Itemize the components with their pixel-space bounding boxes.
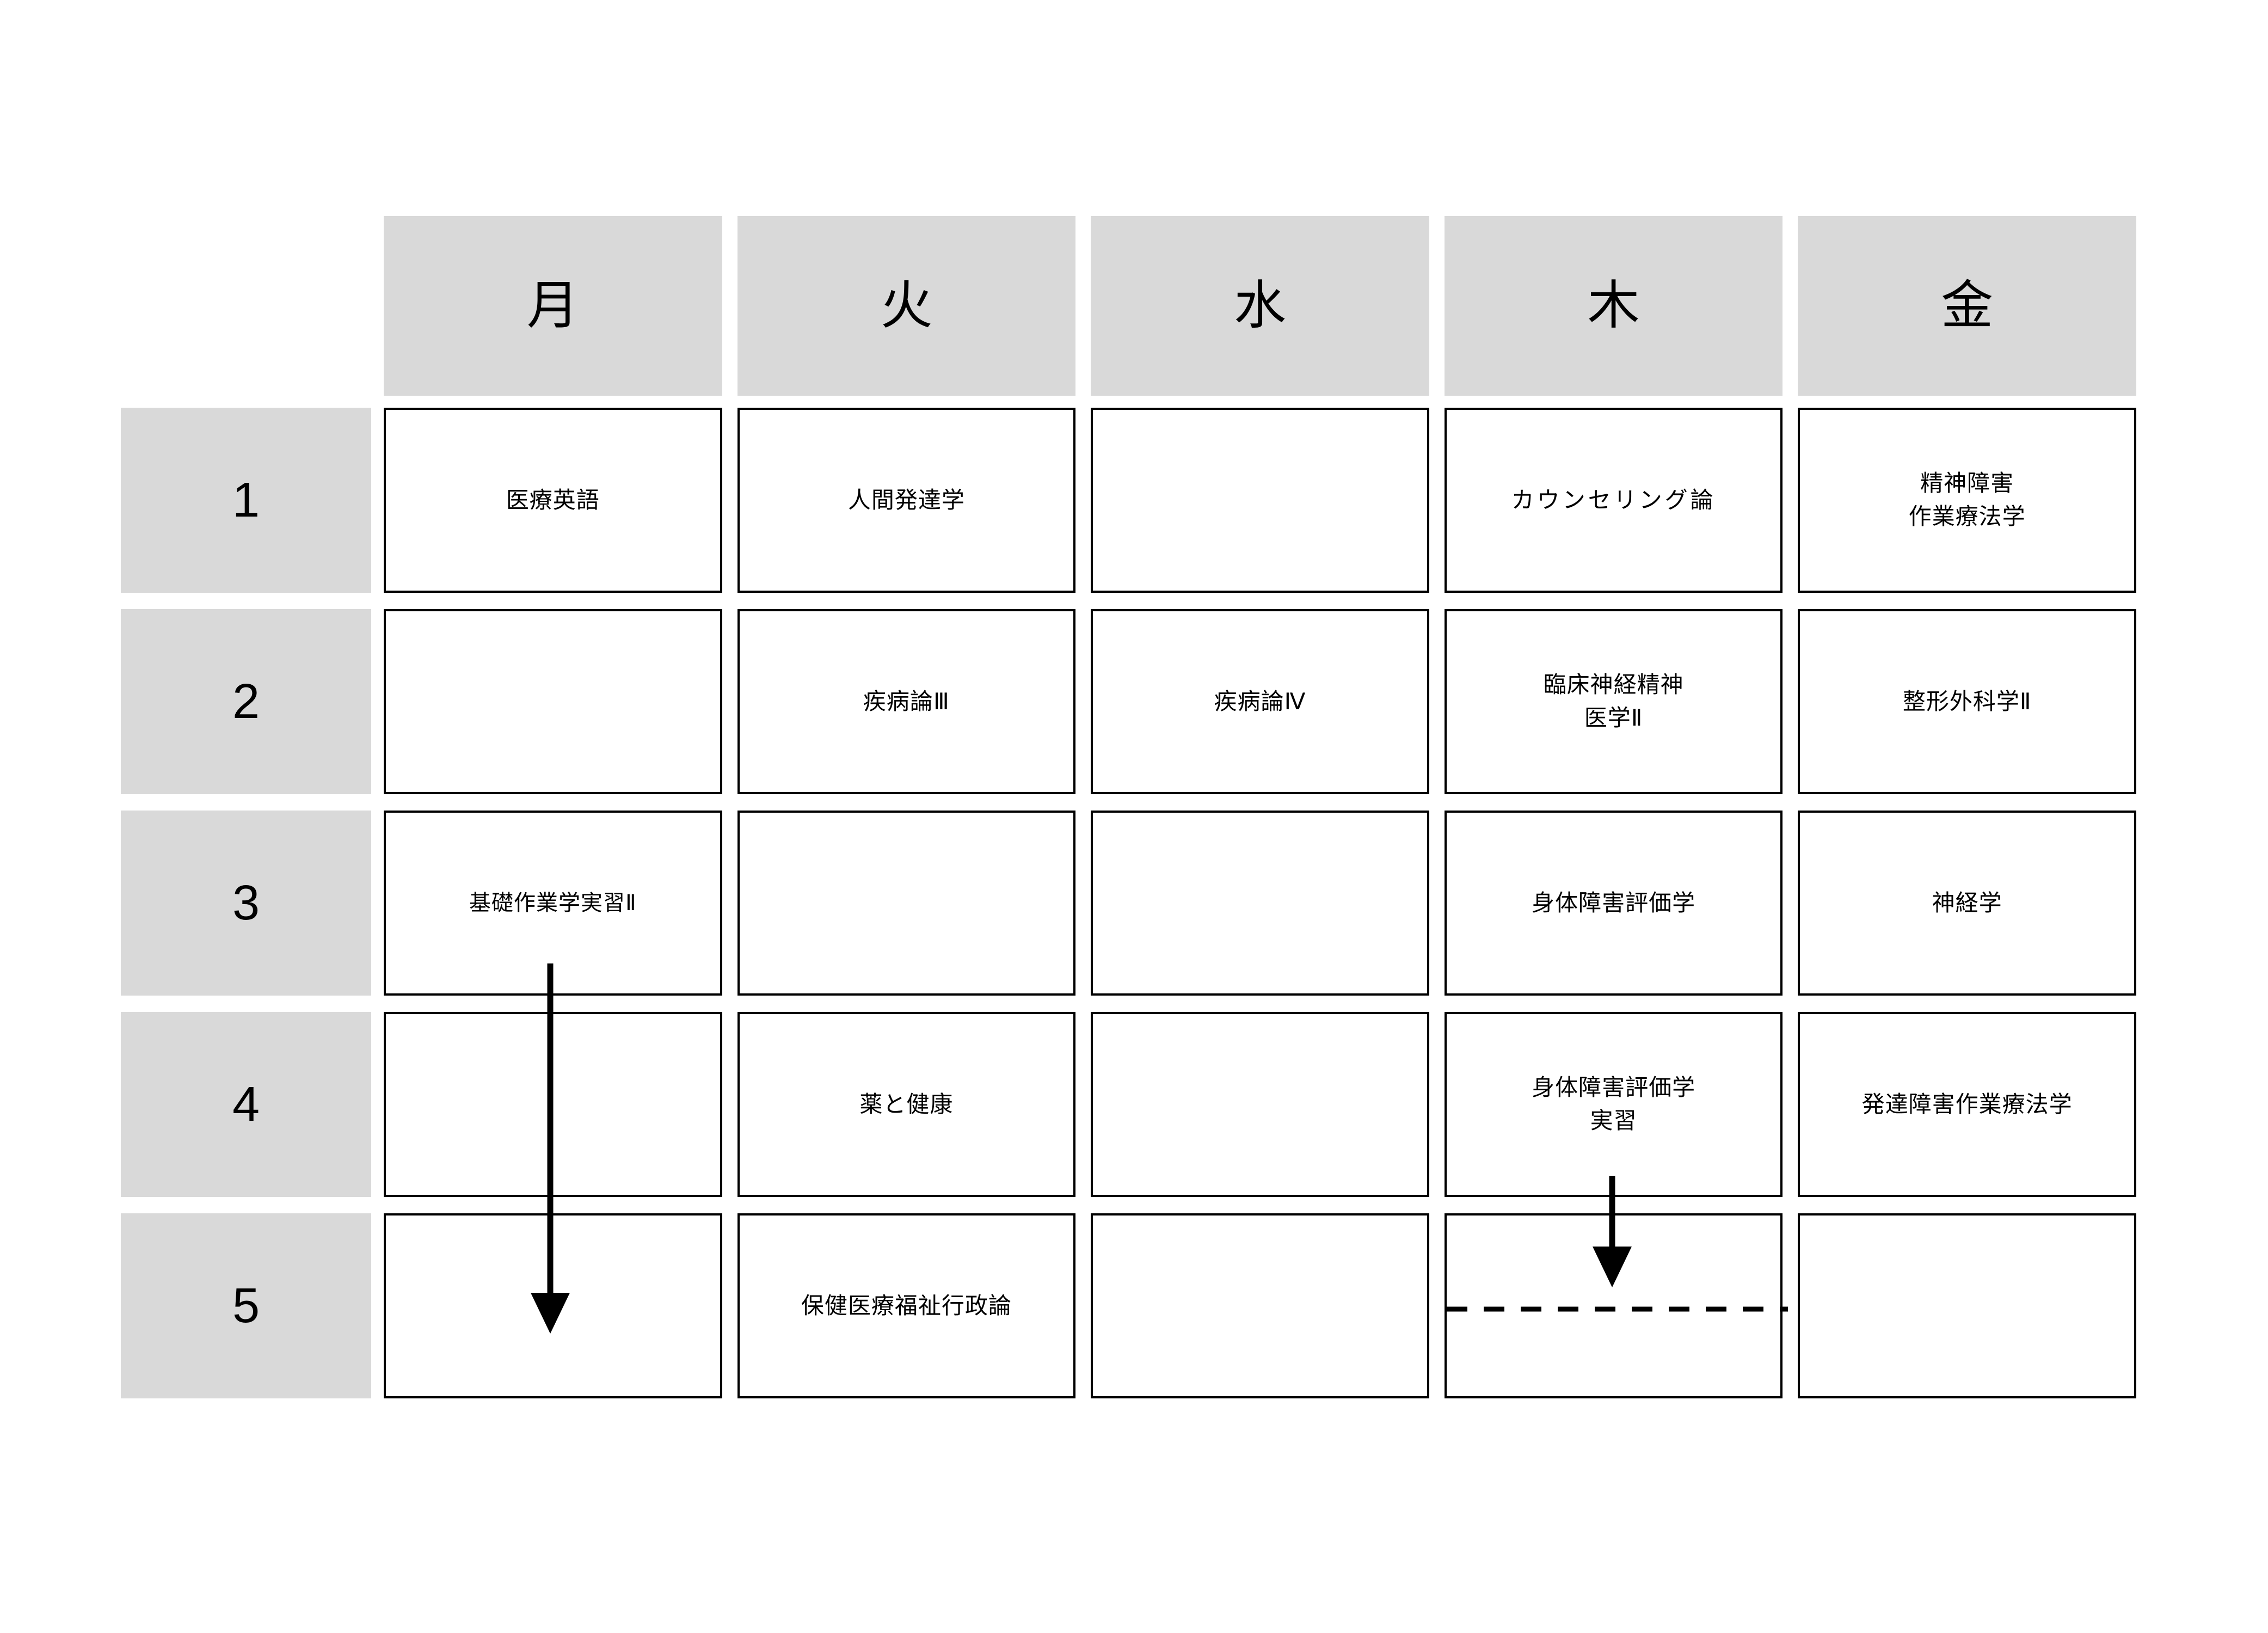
day-header-friday: 金: [1798, 216, 2136, 396]
day-header-row: 月 火 水 木 金: [121, 216, 2136, 396]
cell-wednesday-period-5[interactable]: [1091, 1213, 1429, 1398]
corner-blank-cell: [121, 216, 371, 396]
day-header-label: 木: [1587, 277, 1640, 335]
cell-monday-period-2[interactable]: [384, 609, 722, 794]
cell-friday-period-2[interactable]: 整形外科学Ⅱ: [1798, 609, 2136, 794]
subject-label: 人間発達学: [847, 487, 965, 513]
period-number-4: 4: [121, 1012, 371, 1197]
period-number-label: 5: [232, 1279, 260, 1333]
cell-tuesday-period-3[interactable]: [737, 811, 1076, 996]
cell-thursday-period-3[interactable]: 身体障害評価学: [1444, 811, 1783, 996]
cell-wednesday-period-4[interactable]: [1091, 1012, 1429, 1197]
timetable-row-period-4: 4 薬と健康 身体障害評価学 実習 発達障害作業療法学: [121, 1012, 2136, 1197]
period-number-5: 5: [121, 1213, 371, 1398]
subject-label: 基礎作業学実習Ⅱ: [469, 891, 637, 915]
subject-label: 神経学: [1932, 889, 2002, 916]
cell-friday-period-1[interactable]: 精神障害 作業療法学: [1798, 408, 2136, 593]
day-header-tuesday: 火: [737, 216, 1076, 396]
day-header-label: 金: [1941, 277, 1994, 335]
period-number-label: 1: [232, 473, 260, 527]
timetable-row-period-5: 5 保健医療福祉行政論: [121, 1213, 2136, 1398]
cell-thursday-period-2[interactable]: 臨床神経精神 医学Ⅱ: [1444, 609, 1783, 794]
period-number-label: 3: [232, 876, 260, 930]
cell-thursday-period-5[interactable]: [1444, 1213, 1783, 1398]
period-number-label: 4: [232, 1077, 260, 1132]
period-number-3: 3: [121, 811, 371, 996]
cell-monday-period-3[interactable]: 基礎作業学実習Ⅱ: [384, 811, 722, 996]
timetable-row-period-2: 2 疾病論Ⅲ 疾病論Ⅳ 臨床神経精神 医学Ⅱ 整形外科学Ⅱ: [121, 609, 2136, 794]
day-header-label: 水: [1233, 277, 1286, 335]
cell-tuesday-period-4[interactable]: 薬と健康: [737, 1012, 1076, 1197]
timetable-row-period-1: 1 医療英語 人間発達学 カウンセリング論 精神障害 作業療法学: [121, 408, 2136, 593]
subject-label: 疾病論Ⅳ: [1214, 688, 1306, 714]
day-header-label: 月: [526, 277, 579, 335]
cell-wednesday-period-2[interactable]: 疾病論Ⅳ: [1091, 609, 1429, 794]
period-number-label: 2: [232, 674, 260, 729]
subject-label: 身体障害評価学: [1532, 889, 1696, 916]
subject-label: 臨床神経精神 医学Ⅱ: [1543, 672, 1684, 730]
subject-label: 精神障害 作業療法学: [1908, 470, 2026, 529]
cell-tuesday-period-2[interactable]: 疾病論Ⅲ: [737, 609, 1076, 794]
cell-thursday-period-1[interactable]: カウンセリング論: [1444, 408, 1783, 593]
cell-wednesday-period-1[interactable]: [1091, 408, 1429, 593]
period-number-2: 2: [121, 609, 371, 794]
timetable-grid: 月 火 水 木 金 1 医療英語 人間発達学: [121, 216, 2136, 1416]
cell-friday-period-4[interactable]: 発達障害作業療法学: [1798, 1012, 2136, 1197]
day-header-wednesday: 水: [1091, 216, 1429, 396]
cell-tuesday-period-1[interactable]: 人間発達学: [737, 408, 1076, 593]
cell-monday-period-4[interactable]: [384, 1012, 722, 1197]
cell-tuesday-period-5[interactable]: 保健医療福祉行政論: [737, 1213, 1076, 1398]
period-number-1: 1: [121, 408, 371, 593]
subject-label: 整形外科学Ⅱ: [1902, 688, 2032, 714]
day-header-label: 火: [880, 277, 933, 335]
timetable-row-period-3: 3 基礎作業学実習Ⅱ 身体障害評価学 神経学: [121, 811, 2136, 996]
cell-monday-period-5[interactable]: [384, 1213, 722, 1398]
subject-label: 発達障害作業療法学: [1861, 1091, 2073, 1117]
cell-monday-period-1[interactable]: 医療英語: [384, 408, 722, 593]
subject-label: 薬と健康: [859, 1091, 954, 1117]
subject-label: 身体障害評価学 実習: [1532, 1075, 1696, 1133]
cell-thursday-period-4[interactable]: 身体障害評価学 実習: [1444, 1012, 1783, 1197]
day-header-monday: 月: [384, 216, 722, 396]
subject-label: カウンセリング論: [1511, 487, 1716, 513]
subject-label: 疾病論Ⅲ: [863, 688, 950, 714]
cell-wednesday-period-3[interactable]: [1091, 811, 1429, 996]
day-header-thursday: 木: [1444, 216, 1783, 396]
cell-friday-period-5[interactable]: [1798, 1213, 2136, 1398]
cell-friday-period-3[interactable]: 神経学: [1798, 811, 2136, 996]
subject-label: 医療英語: [506, 487, 600, 513]
subject-label: 保健医療福祉行政論: [801, 1292, 1012, 1318]
